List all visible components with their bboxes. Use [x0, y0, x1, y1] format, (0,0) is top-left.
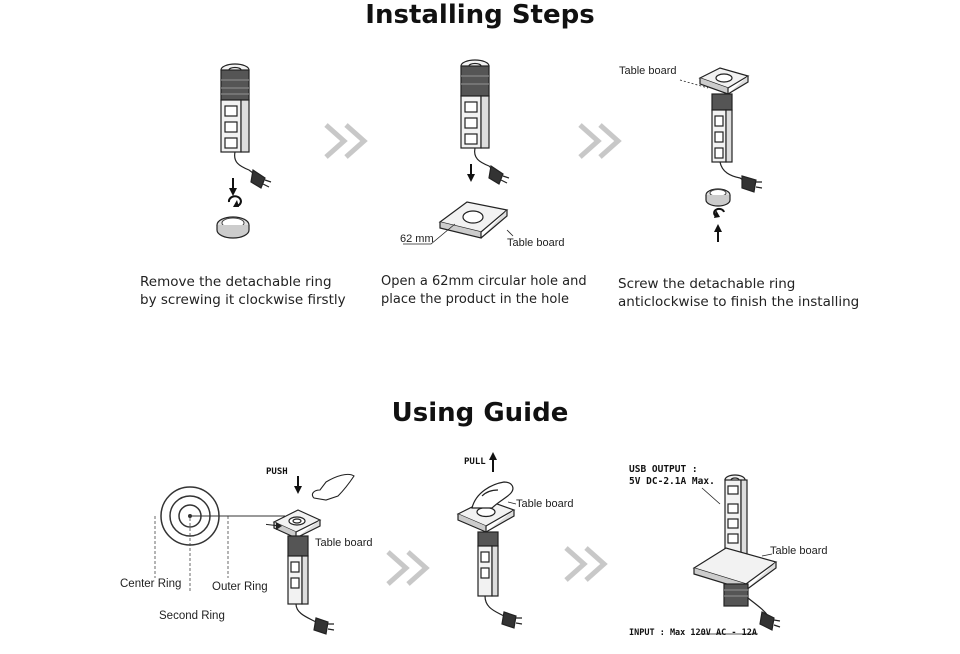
push-illustration [266, 473, 355, 635]
pull-table-board-label: Table board [516, 498, 574, 510]
step3-caption: Screw the detachable ring anticlockwise … [618, 275, 859, 311]
step3-illustration [679, 67, 763, 242]
spec-illustration [692, 474, 781, 635]
rings-diagram [154, 486, 285, 592]
step3-table-board-label: Table board [619, 65, 677, 77]
step1-caption-line2: by screwing it clockwise firstly [140, 292, 346, 308]
step2-table-board-label: Table board [507, 237, 565, 249]
step2-caption-line1: Open a 62mm circular hole and [381, 274, 587, 289]
pull-label: PULL [464, 457, 486, 467]
push-label: PUSH [266, 467, 288, 477]
step1-caption-line1: Remove the detachable ring [140, 274, 332, 290]
step3-caption-line2: anticlockwise to finish the installing [618, 294, 860, 310]
hole-size-label: 62 mm [400, 233, 434, 245]
spec-table-board-label: Table board [770, 545, 828, 557]
chevron-right-icon [578, 123, 622, 159]
input-spec-label: INPUT : Max 120V AC - 12A [629, 628, 757, 638]
using-guide-title: Using Guide [391, 398, 569, 428]
step2-caption: Open a 62mm circular hole and place the … [381, 273, 587, 309]
usb-output-label: USB OUTPUT : [629, 464, 698, 475]
step1-illustration [216, 63, 272, 239]
step3-caption-line1: Screw the detachable ring [618, 276, 796, 292]
pull-illustration [456, 452, 523, 629]
chevron-right-icon [324, 123, 368, 159]
step2-illustration [403, 59, 514, 245]
chevron-right-icon [386, 550, 430, 586]
step1-caption: Remove the detachable ring by screwing i… [140, 273, 346, 309]
push-table-board-label: Table board [315, 537, 373, 549]
installing-steps-title: Installing Steps [365, 0, 595, 30]
outer-ring-label: Outer Ring [212, 581, 268, 593]
step2-caption-line2: place the product in the hole [381, 292, 569, 307]
second-ring-label: Second Ring [159, 610, 225, 622]
center-ring-label: Center Ring [120, 578, 182, 590]
chevron-right-icon [564, 546, 608, 582]
usb-output-spec: 5V DC-2.1A Max. [629, 476, 715, 487]
